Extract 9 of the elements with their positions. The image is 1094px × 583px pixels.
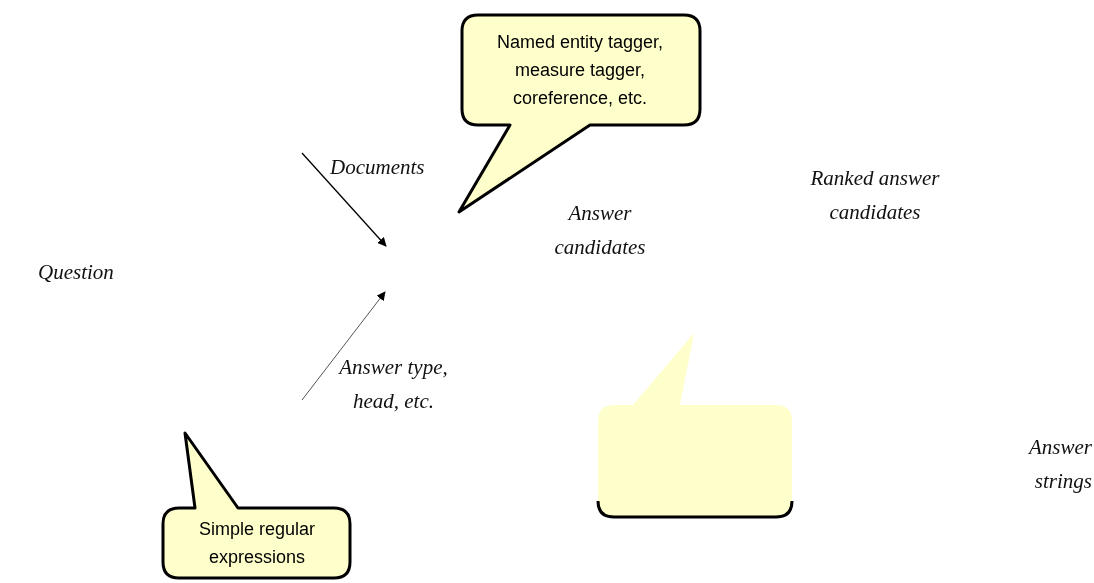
italic-label: Ranked answer candidates (810, 165, 940, 226)
italic-label: Answer type, head, etc. (337, 354, 449, 415)
speech-bubble (160, 430, 353, 581)
italic-label: Documents (330, 154, 426, 181)
italic-label: Answer strings (1027, 434, 1092, 495)
italic-label: Question (38, 259, 115, 286)
callout-text: Named entity tagger, measure tagger, coreference, etc. (495, 31, 665, 110)
callout-text: Simple regular expressions (197, 518, 317, 569)
italic-label: Answer candidates (553, 200, 647, 261)
